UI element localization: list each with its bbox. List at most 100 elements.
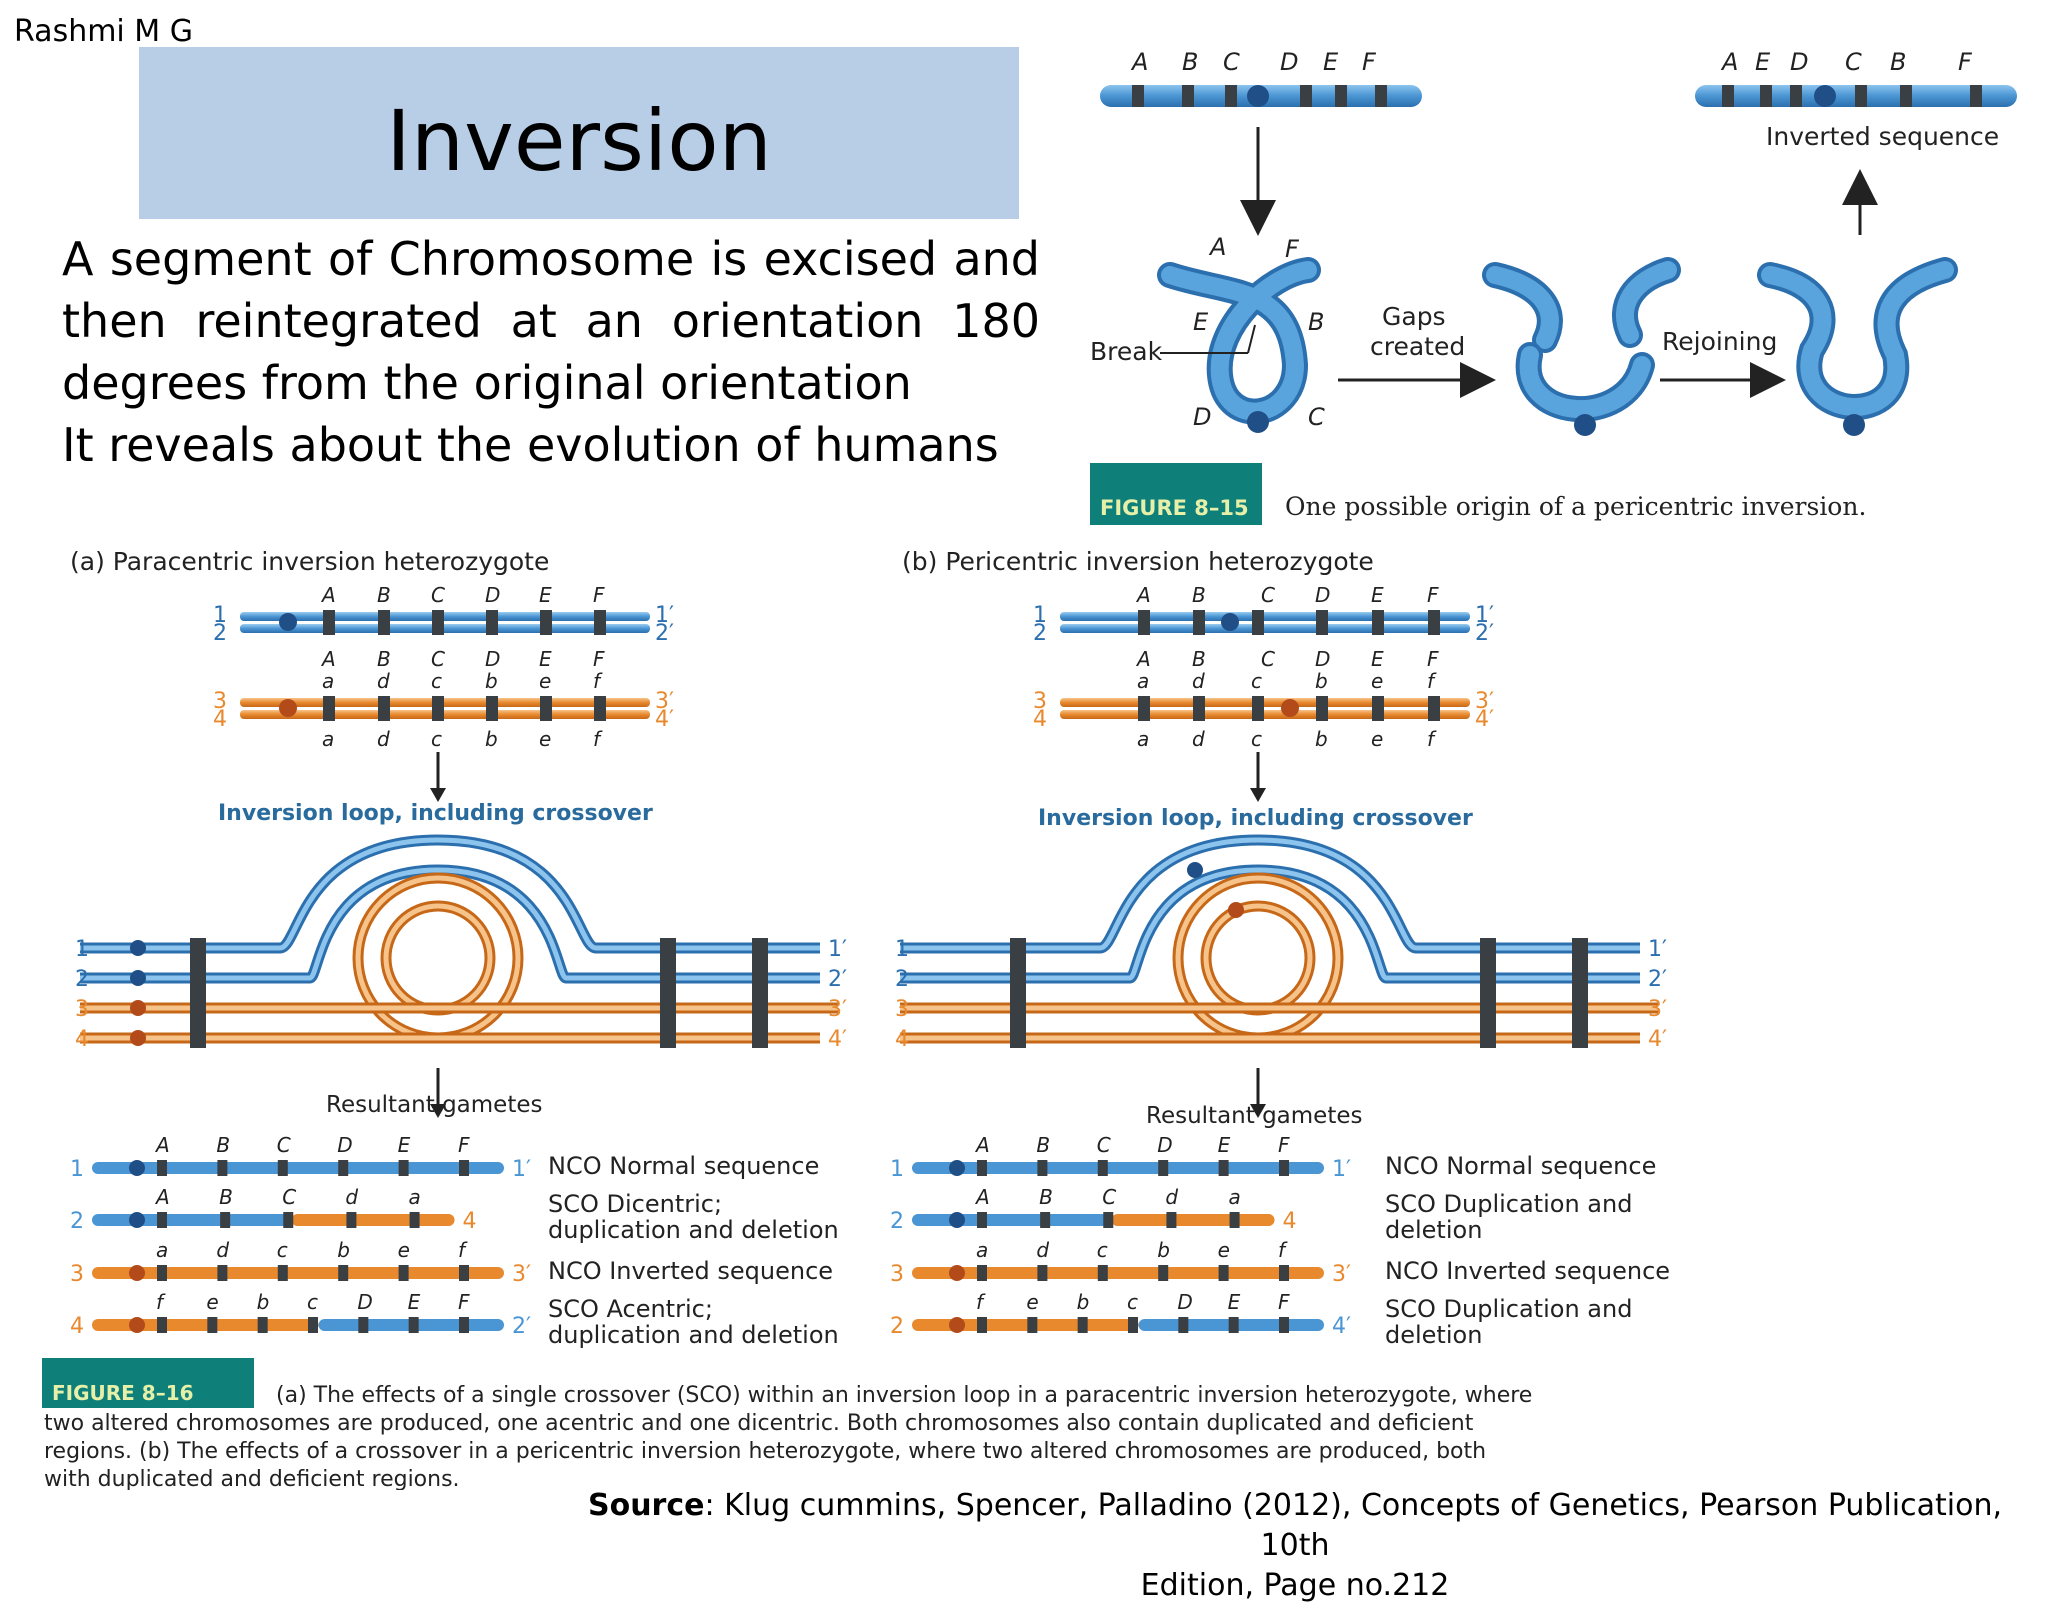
pb-gene-c2: c [1251, 727, 1262, 751]
gene-band [277, 1265, 288, 1281]
gene-label-F: F [1362, 48, 1377, 76]
gene-label-D: D [1280, 48, 1298, 76]
centromere [949, 1265, 965, 1281]
inverted-sequence-label: Inverted sequence [1766, 122, 1999, 151]
pb-prime-2: 2′ [1475, 621, 1494, 646]
pa-gene-d2: d [377, 727, 390, 751]
pb-gene-A2: A [1135, 647, 1151, 671]
gene-band [308, 1317, 318, 1333]
pb-gene-a: a [1137, 669, 1149, 693]
gamete-gene-label: e [1026, 1290, 1038, 1314]
pb-gene-f: f [1427, 669, 1437, 693]
pb-gene-C: C [1261, 583, 1275, 607]
gamete-gene-label: c [277, 1238, 288, 1262]
pb-loop-prime-3: 3′ [1648, 997, 1667, 1022]
gaps-label: Gaps [1382, 302, 1446, 331]
pb-prime-3: 3′ [1475, 689, 1494, 714]
gamete-gene-label: a [156, 1238, 168, 1262]
gamete-right-number: 3′ [512, 1262, 531, 1287]
pb-gene-c: c [1251, 669, 1262, 693]
gamete-left-number: 1 [890, 1157, 904, 1182]
gene-band [1158, 1160, 1169, 1176]
gamete-gene-label: A [154, 1185, 170, 1209]
gamete-gene-label: C [282, 1185, 296, 1209]
pa-num-3: 3 [213, 689, 227, 714]
gamete-gene-label: F [1278, 1290, 1290, 1314]
gamete-description: NCO Normal sequence [1385, 1152, 1656, 1180]
panel-a-loop-label: Inversion loop, including crossover [218, 801, 653, 826]
gamete-left-number: 4 [70, 1314, 84, 1339]
gamete-right-number: 4 [463, 1209, 477, 1234]
gamete-gene-label: e [398, 1238, 410, 1262]
pb-loop-prime-2: 2′ [1648, 967, 1667, 992]
gamete-description-line-2: deletion [1385, 1321, 1482, 1349]
original-chromosome [1100, 85, 1422, 107]
gamete-gene-label: f [1278, 1238, 1288, 1262]
gene-label-C: C [1223, 48, 1240, 76]
pb-gene-D2: D [1315, 647, 1330, 671]
pb-gene-b2: b [1315, 727, 1328, 751]
caption-line-1: (a) The effects of a single crossover (S… [276, 1383, 1532, 1408]
source-label: Source [587, 1488, 705, 1523]
gamete-gene-label: F [458, 1290, 470, 1314]
gamete-gene-label: d [1036, 1238, 1049, 1262]
gene-band [1097, 1265, 1108, 1281]
pa-gene-A2: A [320, 647, 336, 671]
gene-band [409, 1212, 420, 1228]
gene-band [1166, 1212, 1177, 1228]
gene-band [977, 1160, 987, 1176]
pb-gene-b: b [1315, 669, 1328, 693]
gene-band [1229, 1212, 1240, 1228]
gamete-gene-label: B [1039, 1185, 1053, 1209]
pa-gene-f: f [593, 669, 603, 693]
gamete-gene-label: a [976, 1238, 988, 1262]
gene-band [338, 1160, 349, 1176]
pb-loop-num-3: 3 [895, 997, 909, 1022]
gene-band [1218, 1160, 1229, 1176]
pb-gene-A: A [1135, 583, 1151, 607]
centromere [129, 1265, 145, 1281]
gamete-gene-label: f [156, 1290, 166, 1314]
pa-gene-a: a [322, 669, 334, 693]
pa-loop-num-4: 4 [75, 1027, 89, 1052]
inv-gene-A: A [1720, 48, 1738, 76]
gamete-gene-label: D [337, 1133, 352, 1157]
pb-loop-num-4: 4 [895, 1027, 909, 1052]
gaps-loop [1482, 257, 1681, 436]
pb-loop-prime-4: 4′ [1648, 1027, 1667, 1052]
gamete-description-line-2: duplication and deletion [548, 1216, 839, 1244]
gamete-gene-label: D [357, 1290, 372, 1314]
inv-gene-C: C [1845, 48, 1862, 76]
inverted-chromosome [1695, 85, 2017, 107]
pb-gene-e: e [1371, 669, 1383, 693]
centromere [949, 1160, 965, 1176]
centromere [949, 1212, 965, 1228]
gene-band [283, 1212, 294, 1228]
gene-band [977, 1317, 987, 1333]
gamete-gene-label: c [1127, 1290, 1138, 1314]
gene-band [1077, 1317, 1088, 1333]
pb-loop-prime-1: 1′ [1648, 937, 1667, 962]
gene-band [1128, 1317, 1138, 1333]
figure-8-16-number: FIGURE 8–16 [52, 1381, 194, 1405]
gamete-gene-label: b [1077, 1290, 1090, 1314]
gamete-bar-segment [1111, 1214, 1275, 1226]
gene-band [1037, 1160, 1048, 1176]
gene-band [1228, 1317, 1239, 1333]
gamete-gene-label: d [345, 1185, 358, 1209]
pa-gene-B: B [377, 583, 391, 607]
pb-gene-C2: C [1261, 647, 1275, 671]
gene-band [459, 1317, 469, 1333]
gamete-right-number: 1′ [1332, 1157, 1351, 1182]
pa-gene-F: F [593, 583, 605, 607]
gamete-left-number: 2 [890, 1314, 904, 1339]
gene-band [408, 1317, 419, 1333]
gene-band [1279, 1265, 1289, 1281]
gamete-gene-label: D [1157, 1133, 1172, 1157]
pa-gene-b: b [485, 669, 498, 693]
panel-a-gametes-label: Resultant gametes [326, 1092, 542, 1118]
gamete-gene-label: e [206, 1290, 218, 1314]
gamete-bar [92, 1319, 319, 1331]
gamete-bar [912, 1162, 1324, 1174]
